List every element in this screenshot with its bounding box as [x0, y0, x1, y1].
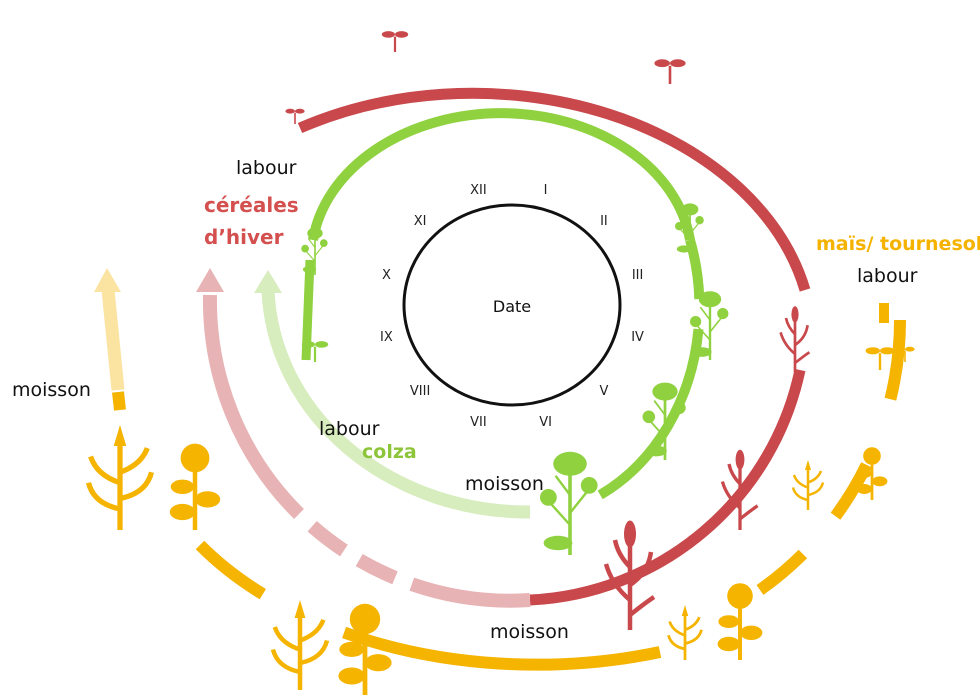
- month-label-iv: IV: [631, 330, 644, 345]
- mais-name-label: maïs/ tournesol: [816, 233, 980, 255]
- cereales-main-arc: [297, 87, 811, 292]
- rapeseed-plant-icon: [300, 202, 730, 557]
- moisson-mais-label: moisson: [12, 379, 91, 401]
- month-label-x: X: [382, 268, 391, 283]
- colza-name-label: colza: [362, 441, 417, 463]
- month-label-ix: IX: [380, 330, 393, 345]
- month-label-ii: II: [600, 214, 608, 229]
- labour-colza-label: labour: [319, 418, 380, 440]
- mais-arrow-head: [94, 268, 121, 292]
- mais-faded-arc: [101, 289, 125, 391]
- moisson-colza-label: moisson: [465, 473, 544, 495]
- date-clock-circle: [402, 203, 622, 407]
- month-label-viii: VIII: [410, 384, 430, 399]
- cereales-name-line1: céréales: [204, 193, 299, 217]
- moisson-cereales-label: moisson: [490, 621, 569, 643]
- labour-mais-label: labour: [857, 265, 918, 287]
- mais-bottom-arc: [195, 540, 662, 671]
- mais-left-arc: [112, 391, 126, 411]
- month-label-xi: XI: [414, 214, 427, 229]
- labour-cereales-label: labour: [236, 157, 297, 179]
- date-center-label: Date: [493, 297, 531, 316]
- month-label-xii: XII: [470, 183, 487, 198]
- month-label-vii: VII: [470, 415, 487, 430]
- maize-seed-icon: [879, 303, 889, 323]
- colza-arrow-head: [254, 270, 282, 293]
- cereales-arrow-head: [196, 268, 224, 292]
- month-label-vi: VI: [539, 415, 552, 430]
- month-label-iii: III: [632, 268, 644, 283]
- colza-faded-arc: [261, 289, 531, 519]
- colza-right-arc: [597, 238, 705, 500]
- cereales-lower-arc: [529, 368, 806, 606]
- cereales-name-line2: d’hiver: [204, 225, 284, 249]
- month-label-v: V: [599, 384, 608, 399]
- cereales-faded-arc: [202, 294, 531, 608]
- colza-main-arc: [308, 108, 695, 241]
- month-label-i: I: [544, 183, 548, 198]
